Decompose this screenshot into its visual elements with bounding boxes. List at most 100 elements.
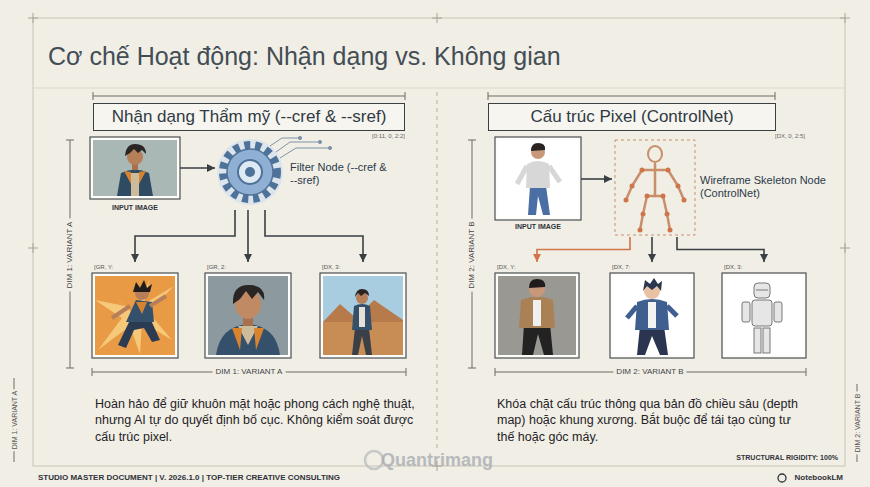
skeleton-figure [640,168,645,173]
connector-arrow [537,237,630,262]
gear-icon [245,167,255,177]
dimension-line [66,368,74,369]
skeleton-figure [645,194,650,199]
input-portrait [93,140,177,196]
input-photo-image [498,140,578,217]
slide-title: Cơ chế Hoạt động: Nhận dạng vs. Không gi… [48,42,561,71]
dimension-label: DIM 2: VARIANT B [613,367,686,377]
dimension-line [93,96,405,97]
anime-action-image [95,276,175,355]
image-tag: [DX, 3: [320,262,406,272]
watermark-logo [365,451,383,469]
dimension-line [488,92,489,100]
frame-border [33,88,845,89]
node-label: Nhận dạng Thẩm mỹ (--cref & --sref) [110,106,389,128]
dimension-label: DIM 2: VARIANT B [467,218,477,291]
input-portrait [93,140,177,196]
skeleton-figure [642,169,668,172]
anime-action-image [95,278,174,354]
input-portrait [124,171,146,184]
circuit-lines [270,136,332,158]
image-frame [205,273,291,358]
output-image: [DX, 3: [320,262,406,358]
skeleton-figure [682,198,687,203]
skeleton-figure [624,168,687,233]
photo-output-image [529,279,545,288]
input-photo-image [498,140,578,217]
image-frame [320,273,406,358]
image-tag: [GR, 2: [205,262,291,272]
robot-sketch-image [763,328,770,353]
gear-icon [217,139,283,205]
anime-action-image [136,302,147,314]
skeleton-figure [668,228,673,233]
robot-sketch-image [725,276,803,355]
node-label: Filter Node (--cref & --sref) [290,161,390,187]
image-frame [92,273,178,358]
anime-action-image [150,296,166,306]
dimension-line [406,368,407,376]
filter-node: Filter Node (--cref & --sref) [215,138,390,210]
dimension-line [66,140,74,141]
gear-icon [217,139,283,205]
dimension-line [92,368,93,376]
input-photo-image [549,166,560,182]
node-label: Cấu trúc Pixel (ControlNet) [528,106,735,128]
crosshair-mark [33,13,34,23]
image-tag: [DX, 7: [610,262,694,272]
skeleton-figure [676,184,681,189]
section-header: Cấu trúc Pixel (ControlNet) [488,103,776,131]
desert-scene-image [359,307,365,327]
frame-border [33,18,845,466]
desert-scene-image [352,328,372,355]
image-tag: [GR, Y: [92,262,178,272]
dimension-label: DIM 1: VARIANT A [213,367,286,377]
image-caption: INPUT IMAGE [112,203,158,213]
anime-portrait-image [232,328,264,350]
skeleton-figure [615,140,695,235]
anime-jacket-image [613,276,691,355]
robot-sketch-image [754,283,770,298]
robot-sketch-image [756,290,768,291]
robot-sketch-image [754,328,761,353]
photo-output-image [533,300,541,326]
anime-action-image [118,318,160,348]
frame-border [437,92,438,452]
skeleton-node: Wireframe Skeleton Node (ControlNet) [612,137,827,237]
rigidity-note: STRUCTURAL RIGIDITY: 100% [736,454,838,461]
edge-dimension-label: DIM 2: VARIANT B [854,392,861,455]
description-text: Hoàn hảo để giữ khuôn mặt hoặc phong các… [95,396,425,445]
coordinate-tag: [DX, 0, 2:5] [775,133,805,139]
anime-portrait-image [208,276,288,355]
input-photo-image [531,143,545,151]
crosshair-mark [437,13,438,23]
output-image: [DX, 3: [722,262,806,358]
watermark: Quantrimang [381,450,493,471]
connector-arrow [247,210,249,262]
dimension-line [468,140,476,141]
connector-arrow [180,167,215,169]
anime-jacket-image [637,326,668,355]
dimension-line [93,92,94,100]
skeleton-figure [643,196,647,214]
gear-icon [223,145,277,199]
skeleton-figure [615,140,695,235]
desert-scene-image [323,276,403,355]
skeleton-figure [648,146,662,162]
crosshair-mark [28,13,850,471]
dimension-line [405,92,406,100]
node-label: Wireframe Skeleton Node (ControlNet) [700,174,827,200]
gear-icon [238,160,262,184]
anime-portrait-image [233,285,264,304]
skeleton-figure [668,170,678,186]
anime-jacket-image [667,306,677,316]
skeleton-figure [661,194,666,199]
input-portrait [117,170,153,197]
skeleton-figure [624,198,629,203]
crosshair-mark [845,243,846,253]
input-photo-image [526,161,550,188]
photo-output-image [498,276,576,355]
connector-arrow [135,210,235,262]
dimension-line [495,368,496,376]
anime-jacket-image [613,276,691,355]
